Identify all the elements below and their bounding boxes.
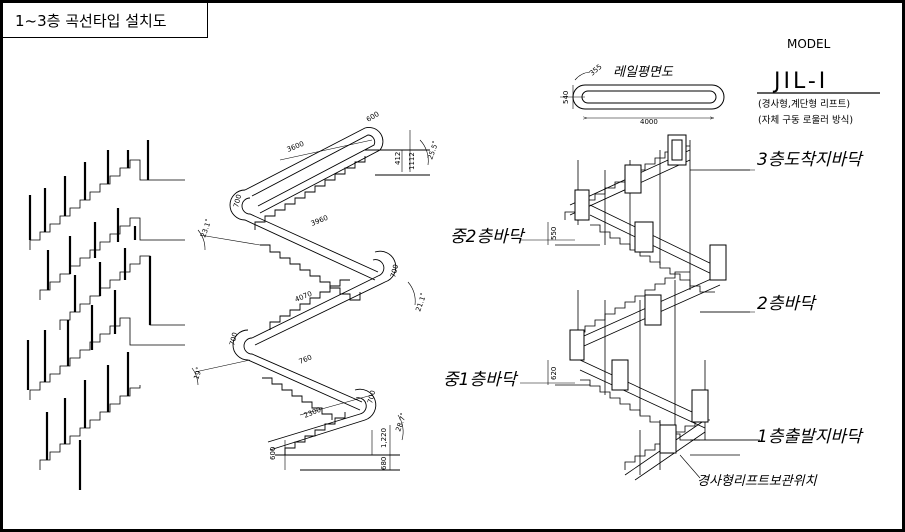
model-desc-2: (자체 구동 로울러 방식) (758, 115, 853, 126)
page-title: 1~3층 곡선타입 설치도 (15, 11, 167, 30)
middle-rail-drawing (229, 127, 430, 471)
label-floor1: 1층출발지바닥 (757, 427, 864, 447)
lift-carriages (569, 134, 727, 454)
dim-412: 412 (394, 152, 402, 165)
rail-plan-height: 540 (562, 91, 570, 104)
dim-600: 600 (365, 110, 381, 124)
dim-620: 620 (550, 367, 558, 380)
dim-3960: 3960 (310, 214, 330, 228)
model-header: MODEL (787, 37, 831, 51)
lower-stair-profile (29, 317, 185, 400)
label-mid2: 중2층바닥 (450, 227, 526, 247)
rail-plan-radius: 355 (588, 63, 603, 78)
model-desc-1: (경사형,계단형 리프트) (758, 98, 850, 110)
upper-stair-profile-2 (39, 217, 185, 300)
dim-700-b: 700 (389, 264, 400, 279)
dim-550: 550 (550, 227, 558, 240)
left-stair-elevation (29, 159, 185, 470)
dim-1112: 1112 (408, 152, 416, 170)
angle-21-1: 21.1˚ (414, 292, 428, 313)
upper-stair-profile (29, 159, 185, 250)
model-name: JIL-I (772, 69, 828, 94)
angle-19: 19˚ (192, 366, 204, 380)
dim-700-c: 700 (228, 332, 239, 347)
label-storage: 경사형리프트보관위치 (697, 474, 818, 489)
dim-700-d: 700 (366, 390, 377, 405)
right-dim-lines (520, 169, 758, 479)
dim-600-b: 600 (269, 447, 277, 460)
middle-dim-lines (191, 130, 429, 470)
mid-stair-profile (59, 255, 185, 330)
label-mid1: 중1층바닥 (443, 370, 519, 390)
dim-1220: 1,220 (380, 428, 388, 448)
rail-plan-length: 4000 (640, 118, 658, 126)
dim-700-a: 700 (232, 194, 243, 209)
label-floor3: 3층도착지바닥 (757, 150, 864, 170)
angle-25-5: 25.5˚ (426, 140, 440, 161)
left-posts (26, 140, 152, 490)
dim-760: 760 (298, 353, 313, 365)
middle-dim-labels: 3600 600 1112 412 25.5˚ 3960 700 23.1˚ 7… (192, 110, 440, 470)
angle-28-7: 28.7˚ (394, 412, 408, 433)
rail-plan (560, 71, 725, 118)
dim-2300: 2300 (303, 406, 323, 420)
title-box: 1~3층 곡선타입 설치도 (3, 3, 208, 38)
bottom-stair-profile (39, 385, 141, 470)
dim-3600: 3600 (286, 140, 306, 154)
rail-plan-label: 레일평면도 (613, 65, 674, 80)
dim-680: 680 (380, 457, 388, 470)
label-floor2: 2층바닥 (757, 294, 817, 314)
angle-23-1: 23.1˚ (199, 218, 213, 239)
